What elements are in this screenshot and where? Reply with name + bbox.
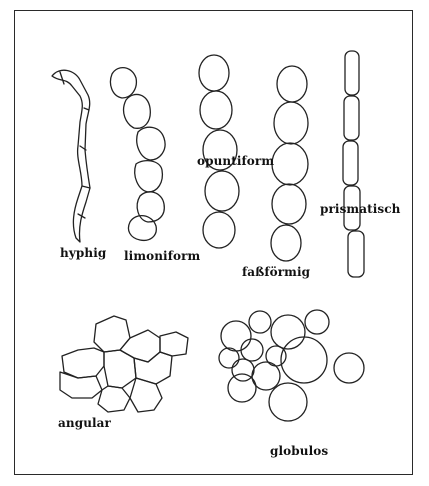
limoniform-cells — [110, 68, 165, 241]
label-prismatisch: prismatisch — [320, 202, 401, 216]
label-hyphig: hyphig — [60, 246, 106, 260]
label-fassfoermig: faßförmig — [242, 265, 310, 279]
globulos-cells — [219, 310, 364, 421]
label-angular: angular — [58, 416, 111, 430]
hyphig-cells — [52, 70, 90, 242]
angular-cells — [60, 316, 188, 412]
label-limoniform: limoniform — [124, 249, 200, 263]
prismatisch-cells — [343, 51, 364, 277]
opuntiform-cells — [199, 55, 239, 248]
label-opuntiform: opuntiform — [197, 154, 274, 168]
label-globulos: globulos — [270, 444, 328, 458]
fassfoermig-cells — [271, 66, 308, 261]
